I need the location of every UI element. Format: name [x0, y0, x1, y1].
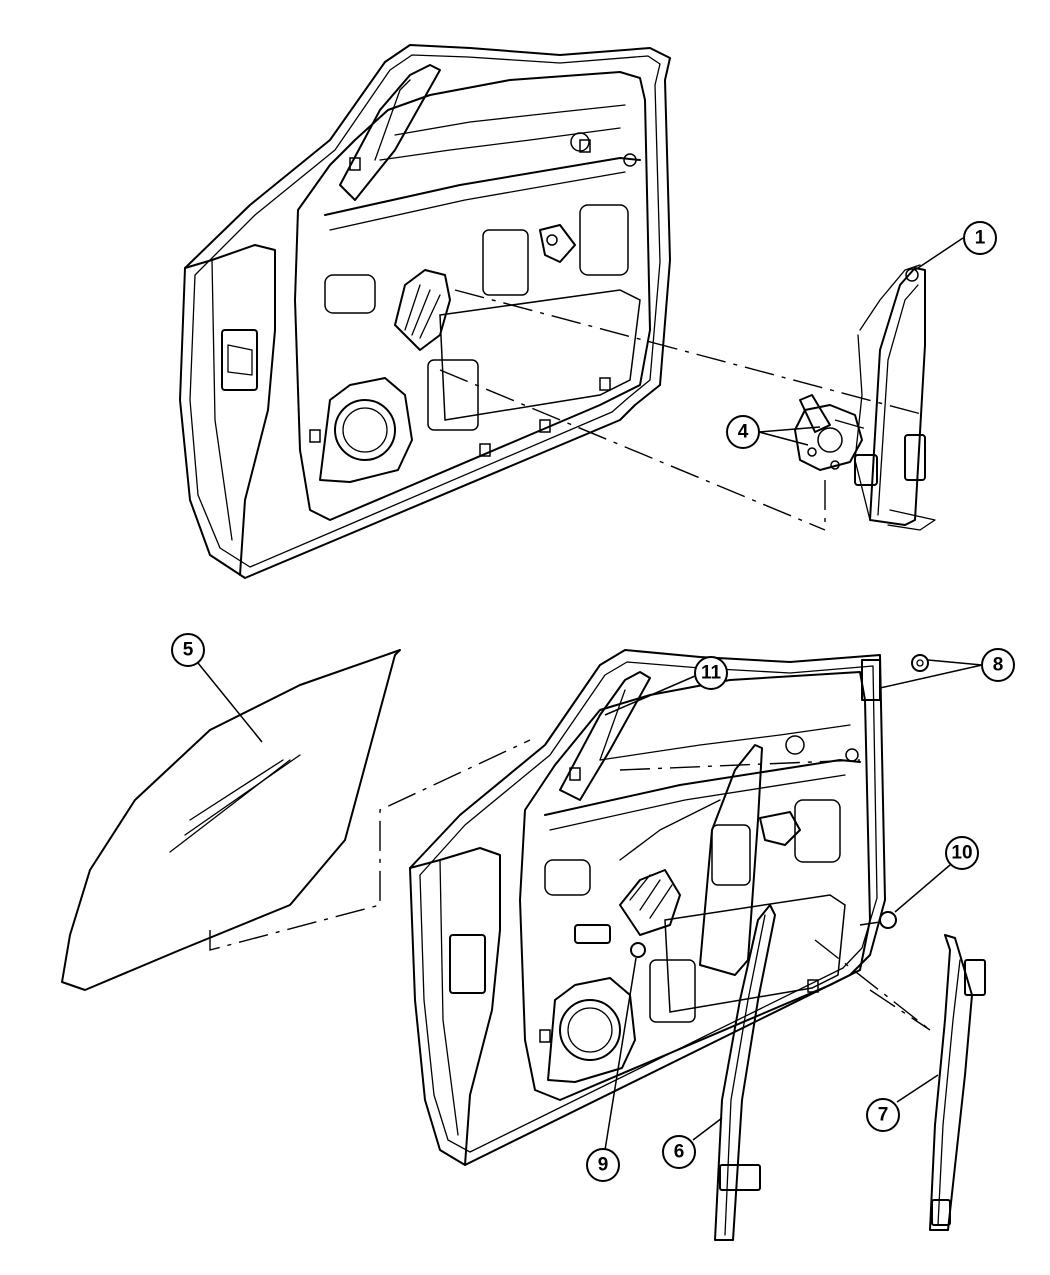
- upper-assembly-lines: [439, 289, 926, 531]
- upper-door-assembly: [179, 44, 671, 579]
- callout-7: 7: [866, 1074, 939, 1132]
- callout-1: 1: [914, 221, 997, 271]
- callout-10: 10: [894, 836, 979, 913]
- callout-9: 9: [586, 957, 637, 1182]
- svg-text:5: 5: [183, 640, 194, 661]
- svg-text:11: 11: [701, 663, 722, 684]
- svg-text:4: 4: [738, 422, 749, 443]
- callout-6: 6: [662, 1117, 723, 1169]
- svg-text:6: 6: [674, 1142, 685, 1163]
- window-regulator-assembly: [794, 264, 936, 531]
- svg-text:8: 8: [993, 655, 1004, 676]
- svg-text:7: 7: [878, 1105, 889, 1126]
- glass-run-channel-rear: [929, 934, 986, 1231]
- glass-run-channel-front: [714, 904, 776, 1241]
- door-glass: [61, 649, 401, 991]
- callout-11: 11: [604, 656, 728, 716]
- svg-text:9: 9: [598, 1155, 609, 1176]
- callout-5: 5: [171, 633, 263, 743]
- callout-8: 8: [879, 648, 1015, 689]
- lower-assembly-lines: [209, 739, 931, 1031]
- svg-text:1: 1: [975, 228, 986, 249]
- lower-door-assembly: [409, 649, 929, 1166]
- svg-text:10: 10: [951, 843, 972, 864]
- callout-4: 4: [726, 415, 821, 449]
